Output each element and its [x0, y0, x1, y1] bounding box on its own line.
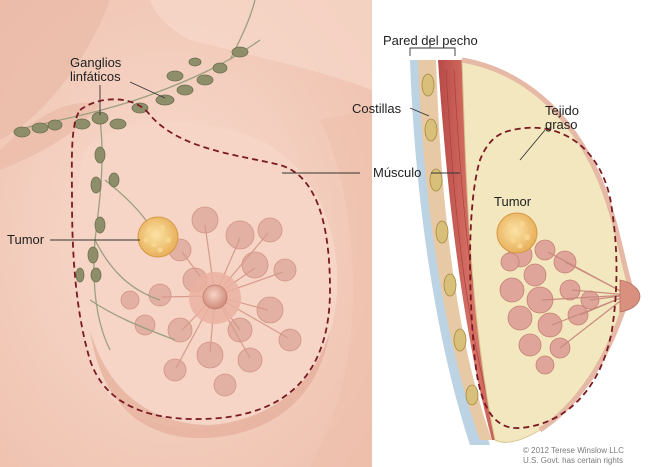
leader-lines-right	[409, 40, 546, 174]
label-ribs: Costillas	[352, 101, 402, 116]
label-tumor-front: Tumor	[7, 232, 45, 247]
label-muscle: Músculo	[373, 165, 422, 180]
leader-lines-left	[50, 81, 360, 241]
arm-shadow	[0, 0, 110, 140]
lymph-nodes	[13, 46, 249, 283]
ribs	[421, 73, 479, 406]
side-skin	[461, 57, 635, 433]
label-chest-wall: Pared del pecho	[383, 33, 478, 48]
side-nipple	[619, 279, 641, 313]
label-fatty-tissue-line2: graso	[545, 117, 578, 132]
breast-lobules	[120, 206, 302, 397]
label-fatty-tissue-line1: Tejido	[545, 103, 579, 118]
nipple	[202, 284, 228, 310]
copyright-line2: U.S. Govt. has certain rights	[523, 456, 624, 465]
label-tumor-side: Tumor	[494, 194, 532, 209]
chest-wall-bone-layer	[418, 60, 492, 440]
sternum-shadow	[310, 110, 372, 467]
tumor-side	[496, 212, 538, 254]
tissue-removal-outline-side	[469, 126, 618, 429]
chest-wall-bracket	[409, 47, 456, 56]
side-view	[409, 40, 641, 445]
copyright-line1: © 2012 Terese Winslow LLC	[523, 446, 624, 455]
armpit-fold	[0, 102, 100, 170]
panel-divider	[372, 0, 378, 467]
tumor-front	[137, 216, 179, 258]
breast-underside-shadow	[90, 330, 330, 439]
front-view	[0, 0, 372, 467]
tissue-removal-outline-front	[70, 98, 331, 420]
label-lymph-nodes-line1: Ganglios	[70, 55, 122, 70]
tumor-front-texture	[143, 225, 171, 253]
label-lymph-nodes-line2: linfáticos	[70, 69, 121, 84]
tumor-side-texture	[507, 221, 530, 249]
chest-upper	[150, 0, 372, 90]
